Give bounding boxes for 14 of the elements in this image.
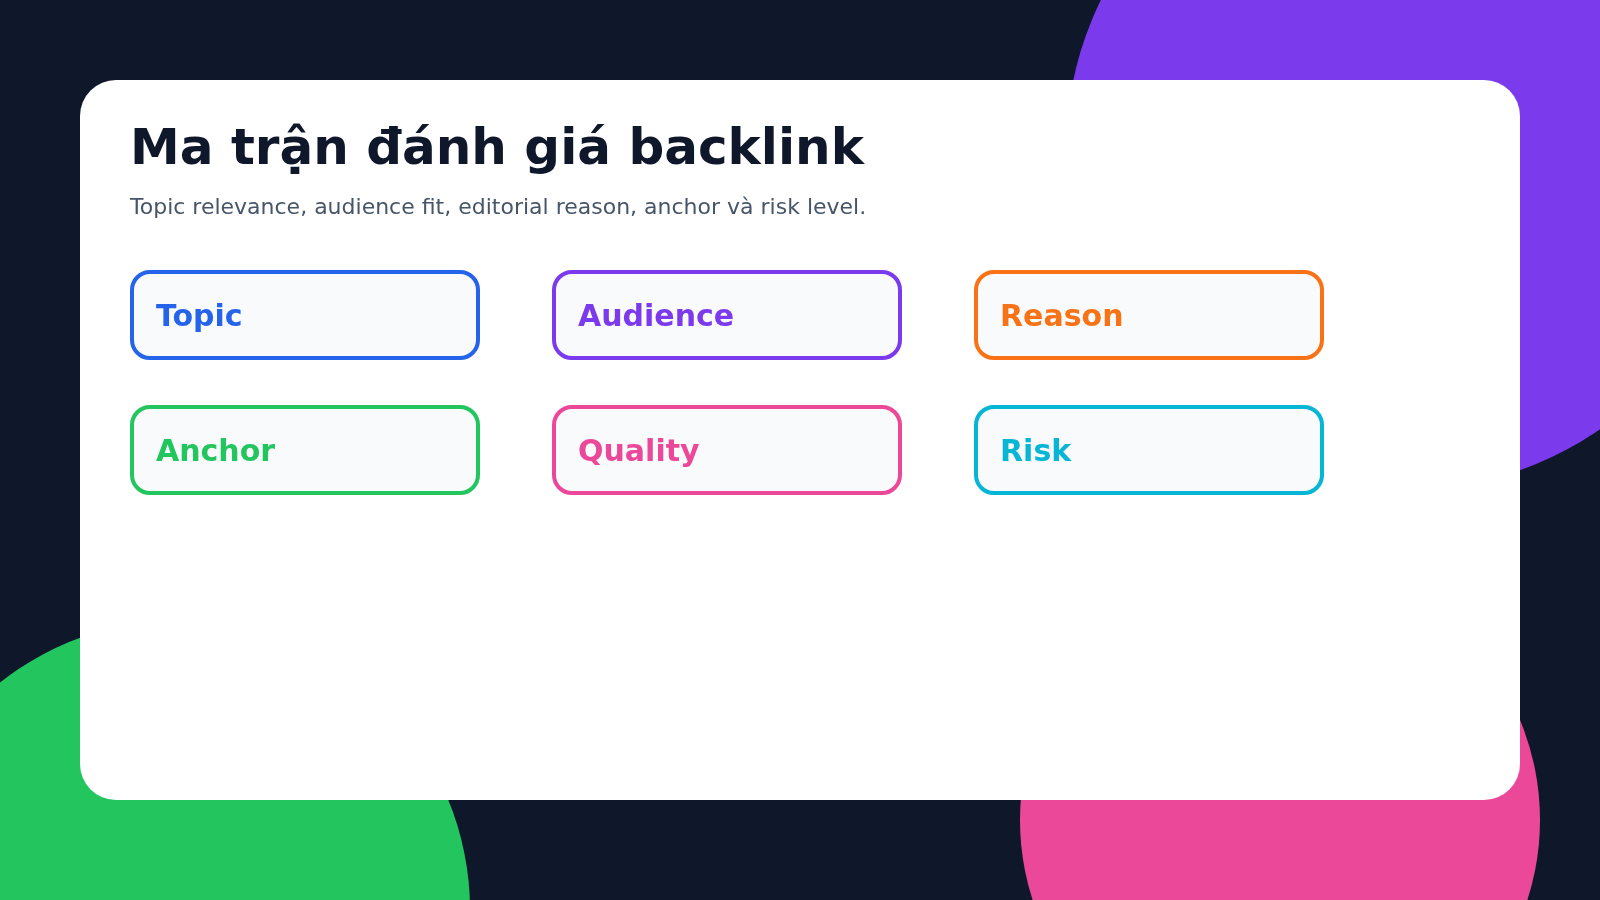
criterion-box [130, 405, 480, 495]
criterion-box [552, 270, 902, 360]
criterion-box [974, 405, 1324, 495]
criterion-box [974, 270, 1324, 360]
subtitle: Topic relevance, audience fit, editorial reason, anchor và risk level. [130, 194, 867, 219]
criterion-label: Quality [578, 432, 700, 468]
criterion-label: Audience [578, 297, 735, 333]
criterion-box [552, 405, 902, 495]
criterion-label: Anchor [156, 432, 276, 468]
title: Ma trận đánh giá backlink [130, 118, 864, 176]
criterion-label: Reason [1000, 297, 1124, 333]
criterion-label: Topic [156, 297, 243, 333]
criterion-label: Risk [1000, 432, 1072, 468]
criterion-box [130, 270, 480, 360]
